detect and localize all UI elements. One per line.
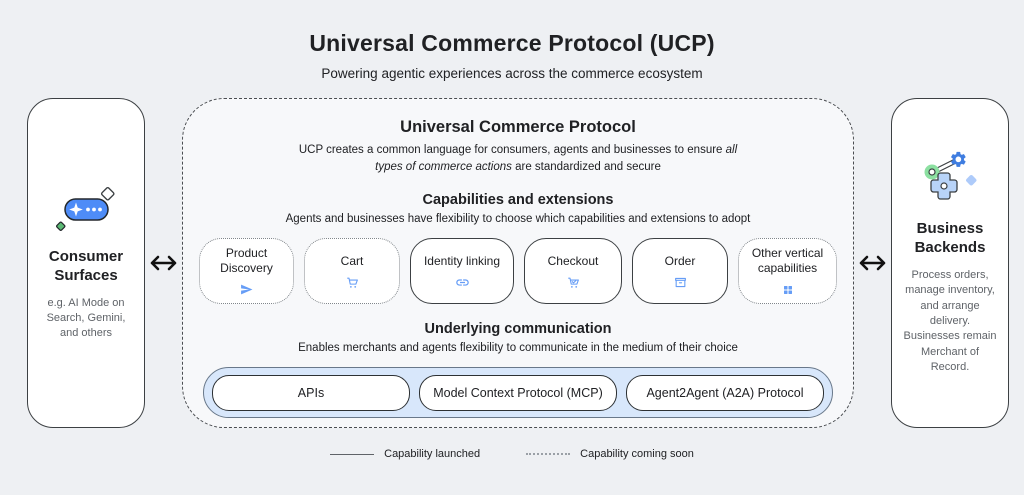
- double-arrow-icon: [150, 255, 177, 271]
- dotted-line-swatch: [526, 453, 571, 455]
- legend-launched: Capability launched: [330, 448, 480, 460]
- diagram: Consumer Surfaces e.g. AI Mode on Search…: [0, 98, 1024, 428]
- legend-coming-soon-label: Capability coming soon: [580, 448, 694, 460]
- link-icon: [455, 276, 470, 289]
- communication-title: Underlying communication: [424, 321, 612, 338]
- ucp-description: UCP creates a common language for consum…: [298, 144, 738, 173]
- card-identity-linking: Identity linking: [410, 238, 514, 305]
- gear-integration-icon: [918, 150, 982, 206]
- order-box-icon: [674, 276, 687, 289]
- grid-icon: [782, 283, 794, 296]
- capability-cards-row: Product Discovery Cart Identity linking …: [199, 238, 837, 305]
- legend-launched-label: Capability launched: [384, 448, 481, 460]
- ucp-title: Universal Commerce Protocol: [400, 118, 636, 136]
- consumer-surfaces-title: Consumer Surfaces: [48, 248, 124, 284]
- legend: Capability launched Capability coming so…: [0, 448, 1024, 460]
- cart-icon: [346, 276, 359, 289]
- communication-pills-container: APIs Model Context Protocol (MCP) Agent2…: [203, 367, 833, 419]
- business-backends-box: Business Backends Process orders, manage…: [891, 98, 1009, 428]
- cart-check-icon: [567, 276, 580, 289]
- pill-apis: APIs: [212, 374, 410, 411]
- card-other-vertical-capabilities: Other vertical capabilities: [738, 238, 837, 305]
- consumer-surfaces-box: Consumer Surfaces e.g. AI Mode on Search…: [27, 98, 145, 428]
- page-subtitle: Powering agentic experiences across the …: [321, 66, 703, 81]
- card-cart: Cart: [304, 238, 400, 305]
- pill-mcp: Model Context Protocol (MCP): [419, 374, 617, 411]
- double-arrow-icon: [859, 255, 886, 271]
- capabilities-title: Capabilities and extensions: [422, 192, 614, 209]
- send-icon: [240, 283, 253, 296]
- ai-pill-sparkle-icon: [53, 184, 119, 234]
- page-title: Universal Commerce Protocol (UCP): [309, 30, 715, 56]
- consumer-surfaces-description: e.g. AI Mode on Search, Gemini, and othe…: [46, 296, 126, 340]
- card-product-discovery: Product Discovery: [199, 238, 294, 305]
- card-checkout: Checkout: [524, 238, 622, 305]
- pill-a2a: Agent2Agent (A2A) Protocol: [626, 374, 824, 411]
- business-backends-description: Process orders, manage inventory, and ar…: [903, 268, 997, 374]
- legend-coming-soon: Capability coming soon: [526, 448, 694, 460]
- communication-subtitle: Enables merchants and agents flexibility…: [298, 342, 738, 355]
- capabilities-subtitle: Agents and businesses have flexibility t…: [285, 213, 751, 226]
- page-header: Universal Commerce Protocol (UCP) Poweri…: [0, 0, 1024, 81]
- business-backends-title: Business Backends: [914, 220, 986, 257]
- left-bidirectional-arrow: [145, 98, 182, 428]
- right-bidirectional-arrow: [854, 98, 891, 428]
- card-order: Order: [632, 238, 728, 305]
- solid-line-swatch: [330, 453, 375, 455]
- ucp-container: Universal Commerce Protocol UCP creates …: [182, 98, 854, 428]
